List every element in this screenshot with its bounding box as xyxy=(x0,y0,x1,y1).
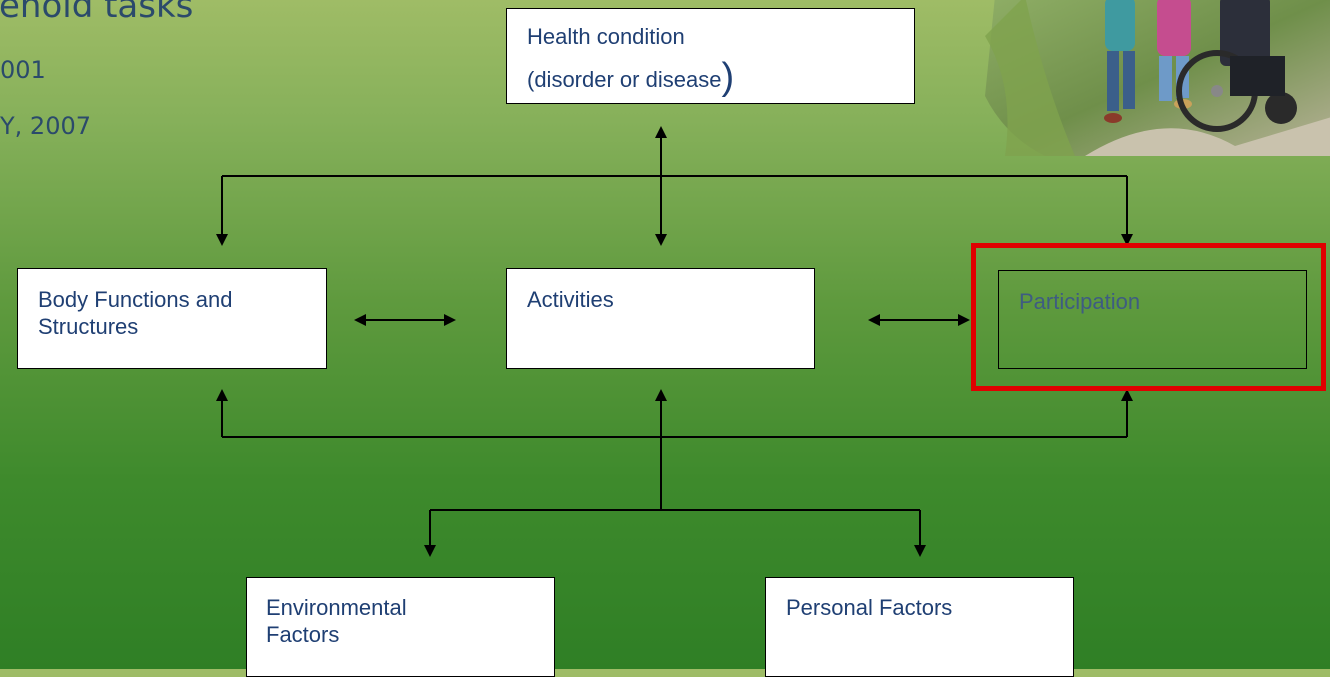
body-functions-label-line-1: Body Functions and xyxy=(38,287,233,312)
body-functions-label-line-2: Structures xyxy=(38,314,139,339)
health-condition-sublabel: (disorder or disease) xyxy=(527,58,914,96)
health-condition-paren: ) xyxy=(721,56,735,98)
body-functions-box: Body Functions and Structures xyxy=(17,268,327,369)
environmental-factors-label-line-1: Environmental xyxy=(266,595,407,620)
children-wheelchair-photo xyxy=(985,0,1330,156)
participation-box: Participation xyxy=(998,270,1307,369)
personal-factors-box: Personal Factors xyxy=(765,577,1074,677)
environmental-factors-box: Environmental Factors xyxy=(246,577,555,677)
personal-factors-label: Personal Factors xyxy=(786,595,953,620)
activities-label: Activities xyxy=(527,287,614,312)
participation-label: Participation xyxy=(1019,289,1141,314)
slide-text-line-1: 001 xyxy=(0,56,46,84)
environmental-factors-label-line-2: Factors xyxy=(266,622,340,647)
activities-box: Activities xyxy=(506,268,815,369)
slide-text-line-2: Y, 2007 xyxy=(0,112,91,140)
slide-title-fragment: enoid tasks xyxy=(0,0,194,26)
health-condition-label: Health condition xyxy=(527,24,685,49)
health-condition-box: Health condition (disorder or disease) xyxy=(506,8,915,104)
health-condition-sublabel-text: (disorder or disease xyxy=(527,67,722,92)
participation-highlight xyxy=(971,243,1326,391)
